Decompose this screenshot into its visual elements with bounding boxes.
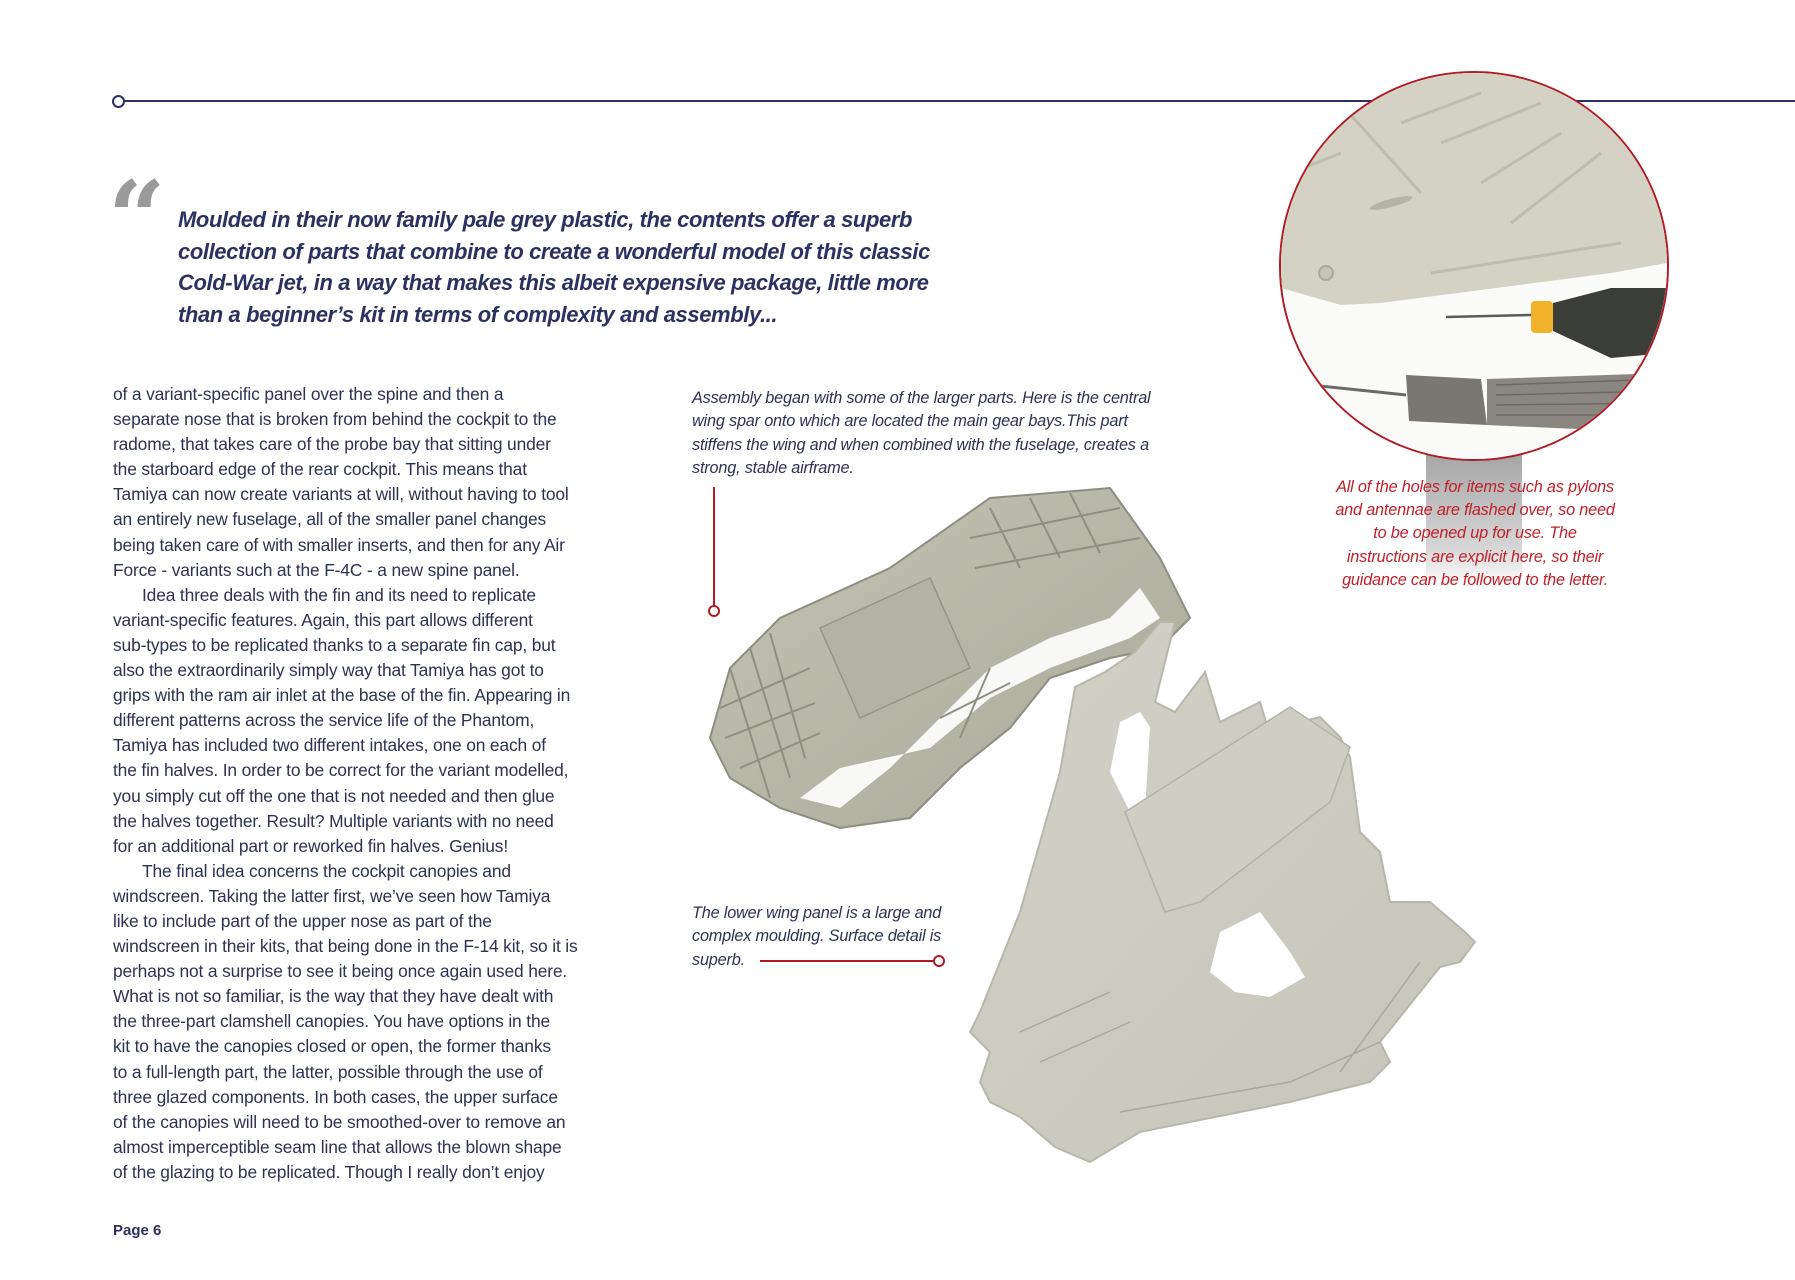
pull-quote-line: Cold-War jet, in a way that makes this a… [178,270,929,295]
body-line: also the extraordinarily simply way that… [113,660,544,681]
body-line: windscreen in their kits, that being don… [113,936,578,957]
wing-spar-photo [690,468,1210,838]
spar-caption-pointer-line [713,487,715,605]
caption-line: to be opened up for use. The [1373,524,1577,543]
body-line: being taken care of with smaller inserts… [113,534,565,555]
body-line: the starboard edge of the rear cockpit. … [113,459,527,480]
body-line: What is not so familiar, is the way that… [113,986,554,1007]
body-line: grips with the ram air inlet at the base… [113,685,571,706]
body-line: perhaps not a surprise to see it being o… [113,961,568,982]
spar-caption: Assembly began with some of the larger p… [692,387,1192,481]
caption-line: wing spar onto which are located the mai… [692,412,1128,431]
lower-wing-caption: The lower wing panel is a large and comp… [692,902,992,972]
top-rule [124,100,1795,102]
body-line: the three-part clamshell canopies. You h… [113,1011,550,1032]
body-line: Tamiya has included two different intake… [113,735,546,756]
body-line: different patterns across the service li… [113,710,535,731]
lower-wing-illustration [968,621,1477,1164]
body-line: of the glazing to be replicated. Though … [113,1161,545,1182]
drill-closeup-photo [1279,71,1669,461]
body-text-column: of a variant-specific panel over the spi… [113,382,618,1185]
body-line: an entirely new fuselage, all of the sma… [113,509,547,530]
body-line: The final idea concerns the cockpit cano… [142,860,511,881]
pull-quote-line: than a beginner’s kit in terms of comple… [178,301,778,327]
caption-line: superb. [692,950,745,969]
caption-line: and antennae are flashed over, so need [1335,501,1615,520]
caption-line: complex moulding. Surface detail is [692,927,942,946]
lower-wing-caption-pointer-line [760,960,934,962]
body-line: almost imperceptible seam line that allo… [113,1136,562,1157]
body-line: like to include part of the upper nose a… [113,910,492,931]
caption-line: Assembly began with some of the larger p… [692,389,1151,407]
caption-line: strong, stable airframe. [692,459,854,478]
body-line: Force - variants such at the F-4C - a ne… [113,559,520,580]
rule-end-circle-icon [112,95,125,108]
body-line: sub-types to be replicated thanks to a s… [113,634,556,655]
quote-mark-icon: “ [108,159,165,277]
spar-caption-pointer-circle-icon [708,605,720,617]
body-line: of a variant-specific panel over the spi… [113,384,504,404]
body-line: the halves together. Result? Multiple va… [113,810,554,831]
caption-line: The lower wing panel is a large and [692,904,942,922]
body-line: kit to have the canopies closed or open,… [113,1036,551,1057]
body-line: to a full-length part, the latter, possi… [113,1061,543,1082]
body-line: variant-specific features. Again, this p… [113,609,533,630]
body-line: three glazed components. In both cases, … [113,1086,558,1107]
body-line: separate nose that is broken from behind… [113,409,557,430]
pull-quote-line: collection of parts that combine to crea… [178,238,930,264]
body-line: the fin halves. In order to be correct f… [113,760,569,781]
body-line: windscreen. Taking the latter first, we’… [113,885,551,906]
drill-caption: All of the holes for items such as pylon… [1310,476,1640,592]
body-line: Tamiya can now create variants at will, … [113,484,569,505]
body-line: for an additional part or reworked fin h… [113,835,509,856]
lower-wing-photo [960,612,1760,1192]
pull-quote-line: Moulded in their now family pale grey pl… [178,207,913,232]
body-line: you simply cut off the one that is not n… [113,785,555,806]
caption-line: stiffens the wing and when combined with… [692,435,1149,454]
body-line: of the canopies will need to be smoothed… [113,1111,566,1132]
caption-line: All of the holes for items such as pylon… [1336,478,1614,496]
page-number: Page 6 [113,1222,162,1239]
caption-line: guidance can be followed to the letter. [1342,570,1608,589]
drill-closeup-illustration [1281,73,1667,459]
body-line: radome, that takes care of the probe bay… [113,434,551,455]
body-line: Idea three deals with the fin and its ne… [142,584,536,605]
pull-quote: Moulded in their now family pale grey pl… [178,204,1018,330]
caption-backdrop [1426,455,1522,587]
wing-spar-illustration [708,486,1192,830]
lower-wing-caption-pointer-circle-icon [933,955,945,967]
caption-line: instructions are explicit here, so their [1346,547,1604,566]
